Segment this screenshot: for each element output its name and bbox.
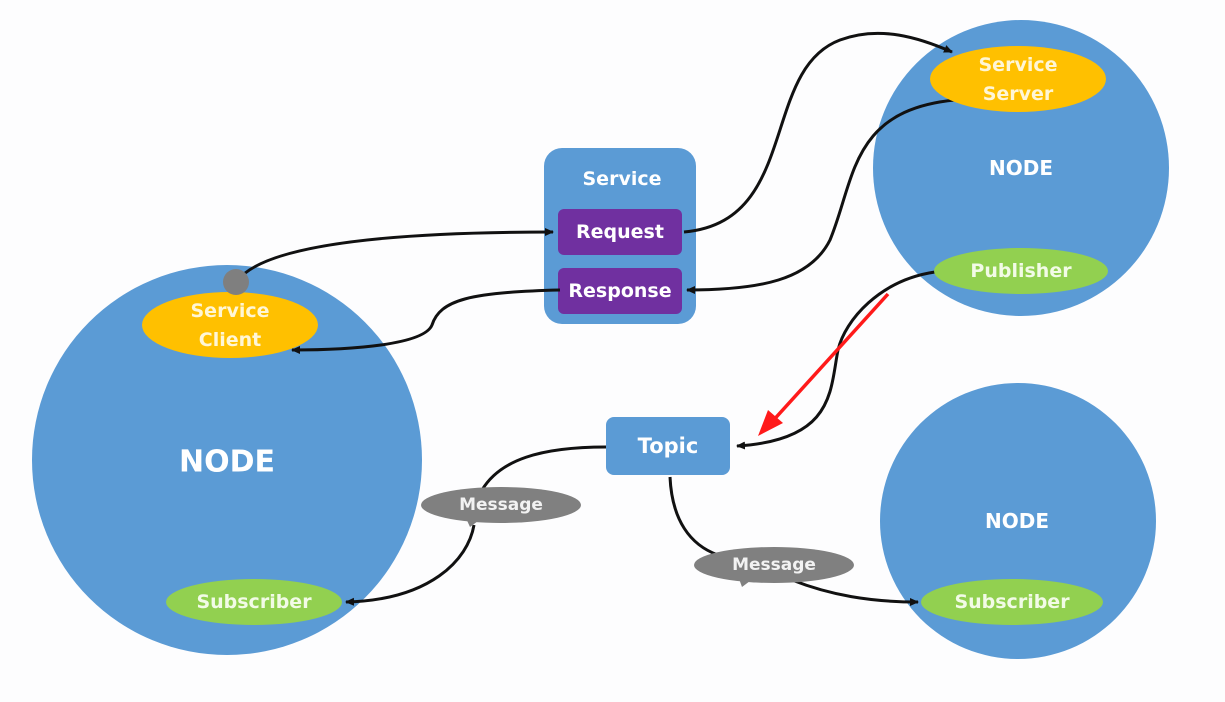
- publisher[interactable]: [934, 248, 1108, 294]
- request-label: Request: [576, 221, 664, 243]
- subscriber-right[interactable]: [921, 579, 1103, 625]
- service-server-line2: Server: [983, 83, 1054, 105]
- subscriber-left[interactable]: [166, 579, 342, 625]
- service-title: Service: [583, 168, 662, 190]
- service-server-line1: Service: [979, 54, 1058, 76]
- request-box[interactable]: [558, 209, 682, 255]
- service-client-line1: Service: [191, 300, 270, 322]
- node-left[interactable]: [32, 265, 422, 655]
- node-left-label: NODE: [179, 445, 275, 480]
- topic-box[interactable]: [606, 417, 730, 475]
- message-bubble-right: Message: [694, 547, 854, 587]
- message-bubble-left: Message: [421, 487, 581, 527]
- connection-dot: [223, 269, 249, 295]
- wire-topic-to-right-subscriber: [668, 476, 918, 602]
- subscriber-right-label: Subscriber: [954, 591, 1070, 613]
- wire-client-to-request: [236, 228, 554, 281]
- wire-server-to-response: [686, 98, 956, 294]
- message-right-label: Message: [732, 555, 816, 575]
- node-top-right-label: NODE: [989, 156, 1053, 180]
- subscriber-left-label: Subscriber: [196, 591, 312, 613]
- wire-response-to-client: [291, 288, 561, 354]
- red-highlight-arrow: [758, 292, 890, 436]
- wire-request-to-server: [683, 31, 953, 234]
- publisher-label: Publisher: [970, 260, 1072, 282]
- service-client[interactable]: [142, 292, 318, 358]
- service-client-line2: Client: [199, 329, 261, 351]
- wire-topic-to-left-subscriber: [346, 445, 607, 602]
- service-server[interactable]: [930, 46, 1106, 112]
- node-bottom-right-label: NODE: [985, 509, 1049, 533]
- response-box[interactable]: [558, 268, 682, 314]
- response-label: Response: [568, 280, 671, 302]
- message-left-label: Message: [459, 495, 543, 515]
- topic-label: Topic: [638, 434, 699, 458]
